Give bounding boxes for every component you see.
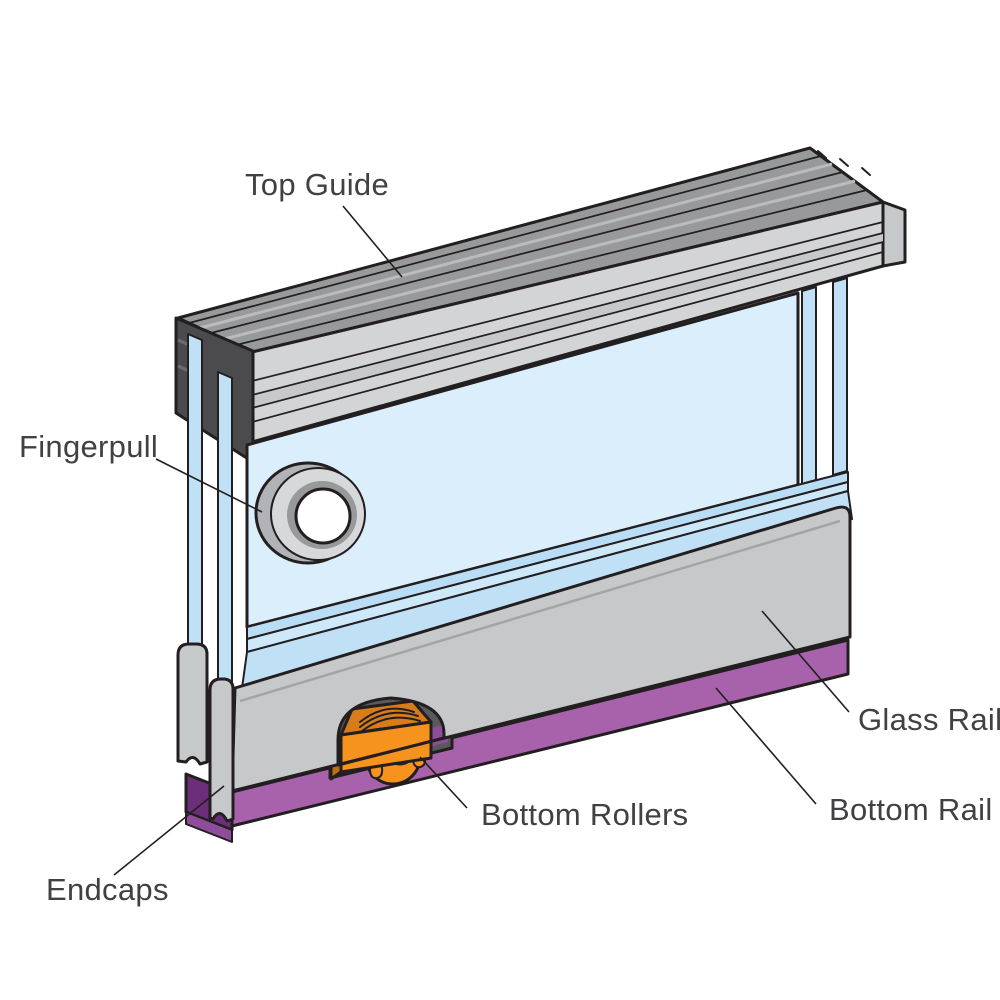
leader-bottom-rail	[715, 687, 817, 805]
label-endcaps: Endcaps	[46, 872, 169, 907]
endcap-back	[176, 642, 209, 766]
top-guide-end-face	[881, 200, 907, 268]
label-fingerpull: Fingerpull	[19, 429, 159, 464]
fingerpull-ring	[254, 461, 366, 565]
leader-bottom-rollers	[419, 756, 468, 809]
leader-glass-rail	[761, 610, 850, 713]
label-bottom-rail: Bottom Rail	[829, 792, 993, 827]
leader-fingerpull	[155, 458, 263, 513]
glass-left-edge-front	[217, 371, 233, 701]
leader-lines	[113, 205, 850, 876]
label-bottom-rollers: Bottom Rollers	[481, 797, 689, 832]
top-guide-part	[174, 146, 907, 464]
endcap-front	[208, 677, 235, 823]
glass-right-edge-back	[832, 277, 848, 476]
glass-left-edge-back	[187, 333, 203, 691]
glass-right-edge-front	[801, 286, 817, 485]
endcaps-part	[176, 642, 235, 823]
label-glass-rail: Glass Rail	[858, 702, 1000, 737]
label-top-guide: Top Guide	[245, 167, 390, 202]
leader-endcaps	[113, 785, 225, 876]
glass-rail-part	[230, 505, 852, 793]
leader-top-guide	[342, 205, 403, 278]
